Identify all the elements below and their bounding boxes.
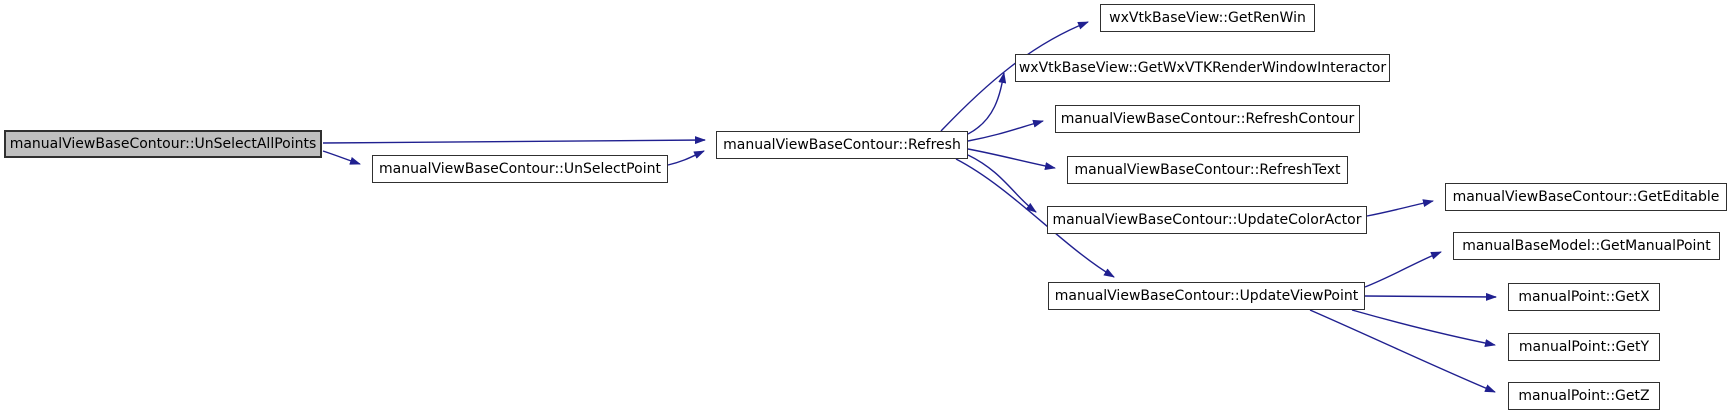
node-get-editable[interactable]: manualViewBaseContour::GetEditable (1445, 183, 1727, 211)
edge-refresh-refreshcontour (967, 119, 1044, 142)
node-update-view-point[interactable]: manualViewBaseContour::UpdateViewPoint (1048, 282, 1365, 310)
node-get-manual-point[interactable]: manualBaseModel::GetManualPoint (1453, 232, 1720, 260)
edge-updateviewpoint-getz (1309, 309, 1496, 393)
edge-refresh-updateviewpoint (955, 158, 1115, 278)
edge-unselectallpoints-unselectpoint (322, 150, 361, 165)
edge-updateviewpoint-getx (1364, 292, 1497, 301)
node-get-x[interactable]: manualPoint::GetX (1508, 283, 1660, 311)
edge-refresh-getwxvtkrenderwindowinteractor (967, 72, 1007, 135)
node-unselect-all-points[interactable]: manualViewBaseContour::UnSelectAllPoints (4, 130, 322, 158)
edge-unselectpoint-refresh (667, 150, 705, 166)
edge-updateviewpoint-getmanualpoint (1364, 251, 1442, 288)
node-refresh-contour[interactable]: manualViewBaseContour::RefreshContour (1055, 105, 1360, 133)
node-unselect-point[interactable]: manualViewBaseContour::UnSelectPoint (372, 155, 668, 183)
edge-refresh-refreshtext (967, 148, 1056, 170)
edge-updatecoloractor-geteditable (1366, 199, 1434, 217)
edge-unselectallpoints-refresh (322, 136, 706, 145)
node-refresh[interactable]: manualViewBaseContour::Refresh (716, 131, 968, 159)
node-get-wxvtk-render-window-interactor[interactable]: wxVtkBaseView::GetWxVTKRenderWindowInter… (1015, 54, 1390, 82)
node-refresh-text[interactable]: manualViewBaseContour::RefreshText (1067, 156, 1348, 184)
node-get-y[interactable]: manualPoint::GetY (1508, 333, 1660, 361)
edge-refresh-updatecoloractor (967, 154, 1037, 213)
edge-refresh-getrenwin (940, 21, 1089, 132)
edge-updateviewpoint-gety (1351, 309, 1496, 347)
node-get-z[interactable]: manualPoint::GetZ (1508, 382, 1660, 410)
node-get-ren-win[interactable]: wxVtkBaseView::GetRenWin (1100, 4, 1315, 32)
node-update-color-actor[interactable]: manualViewBaseContour::UpdateColorActor (1047, 206, 1367, 234)
